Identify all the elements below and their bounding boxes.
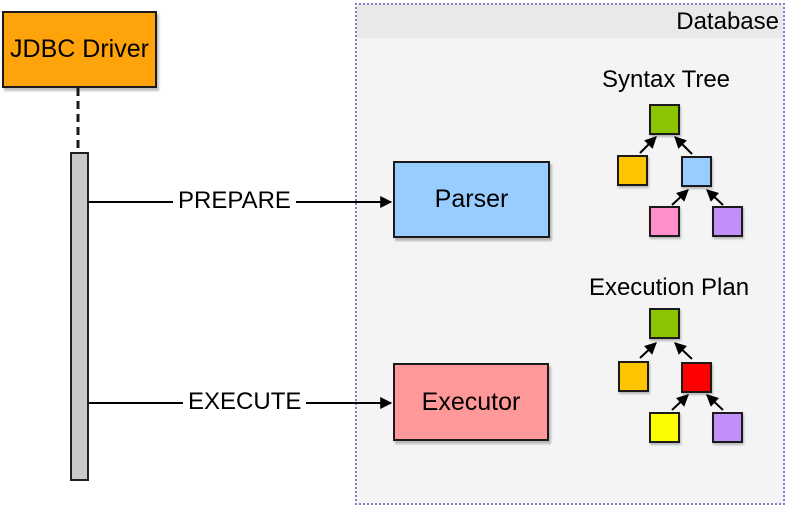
execution-plan-node-gold bbox=[618, 361, 649, 392]
activation-bar bbox=[70, 152, 89, 481]
syntax-tree-node-purple bbox=[712, 206, 743, 237]
execute-message-label: EXECUTE bbox=[183, 388, 307, 416]
prepare-message-label: PREPARE bbox=[173, 187, 296, 215]
execution-plan-node-purple bbox=[712, 412, 743, 443]
jdbc-driver-label: JDBC Driver bbox=[10, 35, 149, 63]
jdbc-driver-box: JDBC Driver bbox=[2, 11, 157, 88]
parser-label: Parser bbox=[434, 185, 509, 213]
execution-plan-node-yellow bbox=[649, 412, 680, 443]
syntax-tree-title: Syntax Tree bbox=[601, 66, 731, 93]
database-label: Database bbox=[676, 7, 779, 35]
parser-box: Parser bbox=[393, 161, 550, 238]
syntax-tree-node-blue bbox=[681, 156, 712, 187]
syntax-tree-node-root bbox=[649, 104, 680, 135]
execution-plan-node-red bbox=[681, 362, 712, 393]
syntax-tree-node-pink bbox=[649, 206, 680, 237]
syntax-tree-node-gold bbox=[617, 155, 648, 186]
execution-plan-node-root bbox=[649, 308, 680, 339]
database-header: Database bbox=[357, 5, 783, 38]
executor-label: Executor bbox=[421, 387, 521, 416]
execution-plan-title: Execution Plan bbox=[588, 274, 750, 301]
executor-box: Executor bbox=[393, 363, 549, 441]
